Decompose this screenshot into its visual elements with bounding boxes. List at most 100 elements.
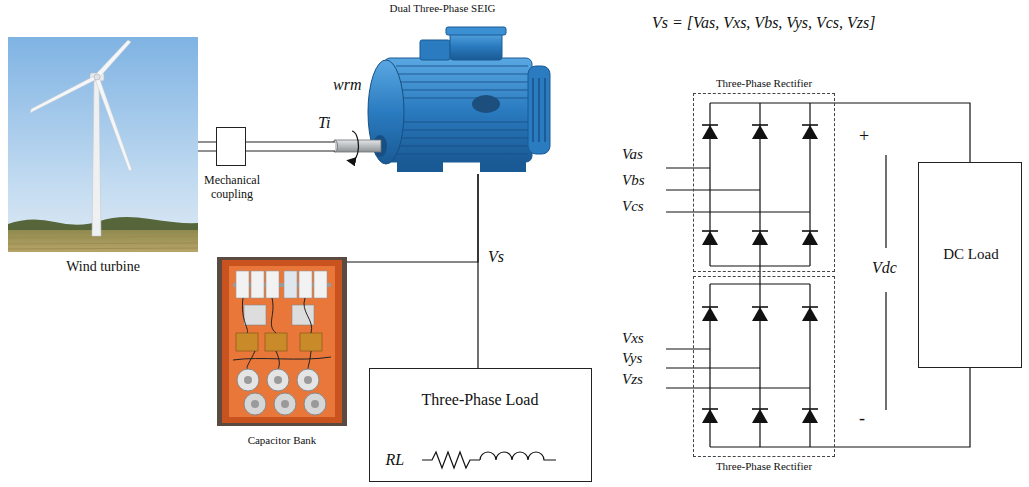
node-title: Mechanical coupling [187,174,277,202]
node-title: Capacitor Bank [217,434,347,447]
capacitor [304,393,326,415]
cooling-fins [396,66,528,154]
tree-line [8,217,198,232]
blade [95,77,132,171]
capacitor-terminal [274,376,282,384]
node-title: DC Load [941,245,1001,264]
fan-cover [528,66,550,154]
photo-panel: Capacitor Bank [217,257,347,447]
photo-ground [217,257,347,426]
signal-name: Vxs [622,330,644,347]
induction-generator [333,27,551,172]
shaft-fill [198,143,216,151]
coupling-box: Mechanical coupling [216,127,246,166]
connector-path [347,174,478,262]
breaker [236,271,249,298]
logo-plate [472,95,500,113]
field-texture [8,236,198,249]
blade [30,75,96,113]
sky [8,37,198,252]
shaft-connector [246,146,335,147]
load-box: DC Load [918,162,1022,368]
wind-turbine-photo [8,37,198,252]
terminal-box [450,32,502,60]
signal-name: Vys [622,350,642,367]
diode [802,409,818,423]
phase-input-wires [666,168,810,212]
top-bridge-wires [710,103,835,266]
breaker [284,271,297,298]
signal-name: Vzs [622,371,643,388]
wire-connector [347,174,478,262]
shaft-connector [198,146,216,147]
capacitor [244,393,266,415]
equation: Vs = [Vas, Vxs, Vbs, Vys, Vcs, Vzs] [652,14,876,32]
blade [95,40,131,78]
contactor [244,305,266,325]
diode [702,125,718,139]
photo-panel: Wind turbine [8,37,198,277]
diode [752,125,768,139]
diode [752,409,768,423]
node-title: Three-Phase Rectifier [674,77,854,90]
speed-symbol: wrm [333,76,361,94]
bottom-bridge-wires [710,284,835,447]
breaker [266,271,279,298]
rl-symbol [422,452,556,468]
resistor-symbol [422,452,480,468]
tower [92,80,101,236]
node-title: Three-Phase Load [370,391,591,409]
capacitor-terminal [304,376,312,384]
wire-connector [835,368,970,447]
connector-path [835,368,970,447]
shaft-outline [198,142,216,152]
diode [802,125,818,139]
signal-name: Vbs [622,172,645,189]
diodes [702,125,818,423]
cabinet-frame [222,260,342,423]
phase-input-wires [666,349,810,388]
diode [802,231,818,245]
signal-name: Vcs [622,198,644,215]
diode [752,231,768,245]
capacitor-terminal [311,400,319,408]
shaft-fill [246,143,335,151]
rectifier-box: Three-Phase Rectifier [693,276,835,457]
connector-path [198,146,216,147]
polarity-sign: - [859,408,865,429]
polarity-sign: + [859,126,869,147]
diode [802,307,818,321]
diode [752,307,768,321]
rectifier-circuit [666,103,886,447]
capacitor [274,393,296,415]
hub [94,74,100,80]
transformer [265,333,287,351]
signal-name: Vs [488,248,504,266]
wire-connector [835,103,970,162]
signal-name: Vas [622,146,643,163]
signal-name: Vdc [872,259,897,277]
diode [702,307,718,321]
component-symbol-label: RL [386,451,405,469]
cabinet-panel [229,266,335,417]
breaker [251,271,264,298]
transformer [300,333,322,351]
rectifier-box: Three-Phase Rectifier [693,93,835,272]
inductor-symbol [480,452,556,460]
diode [702,409,718,423]
connector-path [246,146,335,147]
motor-body [384,58,532,162]
wiring [233,298,331,369]
series-link [759,266,760,284]
torque-symbol: Ti [318,114,330,132]
capacitor [297,369,319,391]
capacitor-terminal [281,400,289,408]
node-title: Three-Phase Rectifier [674,460,854,473]
rotation-arrow [351,131,359,161]
terminal-base [420,40,450,60]
connector-path [477,174,478,368]
wire-connector [478,174,479,368]
